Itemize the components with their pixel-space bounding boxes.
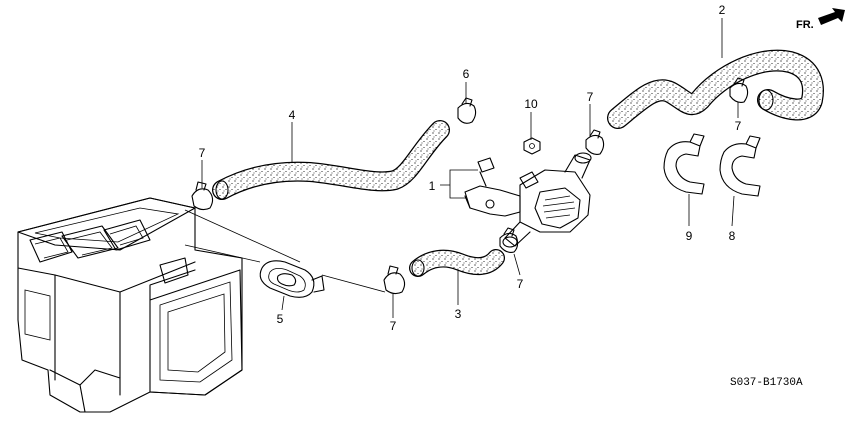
grommet-5 [259,260,325,298]
front-direction-indicator: FR. [796,8,845,31]
callout-10: 10 [524,97,538,111]
callout-7-valve-lower: 7 [517,277,524,291]
hose-clip-9 [663,133,705,195]
diagram-code: S037-B1730A [730,377,803,389]
callout-7-lower: 7 [390,319,397,333]
callout-2: 2 [719,3,726,17]
callout-4: 4 [289,108,296,122]
hose-4 [212,120,450,200]
callout-5: 5 [277,312,284,326]
callout-7-left: 7 [199,146,206,160]
clamp-7-valve-lower [499,227,519,253]
assembly-guide-lines [184,209,386,293]
hose-clip-8 [719,135,761,197]
callout-labels: 1 2 3 4 5 6 7 7 7 7 7 8 9 10 [199,3,742,333]
clamp-6 [457,97,477,124]
callout-leader-lines [201,18,739,318]
callout-7-valve-upper: 7 [587,90,594,104]
callout-3: 3 [455,307,462,321]
callout-7-right: 7 [735,119,742,133]
callout-1: 1 [429,179,436,193]
clamp-7-right [729,77,749,103]
callout-6: 6 [463,67,470,81]
hose-2 [607,49,824,129]
clamp-7-valve-upper [585,129,605,155]
direction-label: FR. [796,19,814,31]
clamp-7-lower [383,265,406,295]
callout-9: 9 [686,229,693,243]
hose-3 [409,249,505,277]
callout-8: 8 [729,229,736,243]
heater-valve-assembly [464,152,592,248]
nut-10 [523,137,541,155]
heater-unit [17,197,243,413]
arrow-right-icon [818,8,845,25]
